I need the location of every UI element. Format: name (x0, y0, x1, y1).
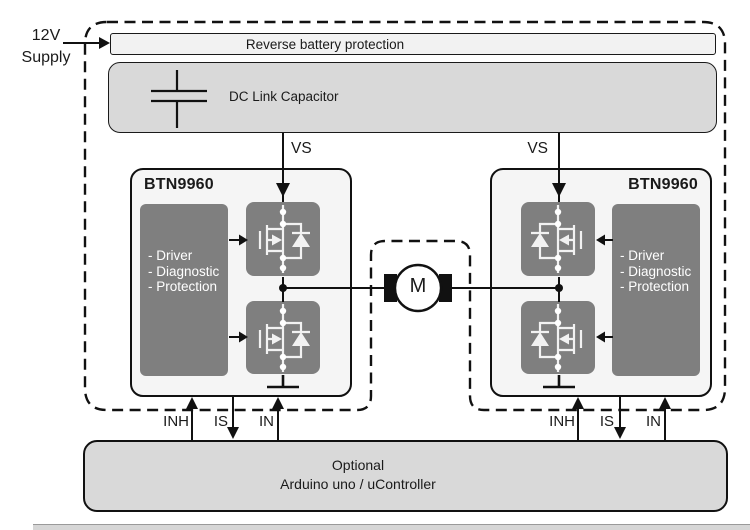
pin-label-in-left: IN (259, 413, 274, 430)
vs-label-right: VS (527, 140, 548, 157)
controller-line2: Arduino uno / uController (280, 475, 436, 492)
driver-feature: - Driver (148, 248, 193, 263)
supply-label: 12V Supply (10, 25, 82, 69)
dc-link-capacitor-box: DC Link Capacitor (108, 62, 717, 133)
lowside-mosfet-left (246, 301, 320, 374)
controller-line1: Optional (331, 457, 385, 473)
controller-box: Optional Arduino uno / uController (83, 440, 728, 512)
driver-feature: - Diagnostic (148, 263, 220, 279)
body-diode-icon (531, 233, 549, 247)
highside-mosfet-right (521, 202, 595, 276)
window-bottom-strip (33, 524, 750, 530)
mosfet-icon (531, 304, 583, 372)
pin-label-is-right: IS (599, 413, 614, 430)
driver-feature: - Driver (620, 248, 665, 263)
pin-label-is-left: IS (213, 413, 228, 430)
driver-feature: - Protection (148, 279, 218, 294)
body-diode-icon (292, 233, 310, 247)
driver-block-left: - Driver - Diagnostic - Protection (140, 204, 228, 376)
driver-feature: - Diagnostic (620, 263, 692, 279)
reverse-battery-protection-box: Reverse battery protection (110, 33, 716, 55)
supply-line2: Supply (21, 49, 71, 66)
lowside-mosfet-right (521, 301, 595, 374)
mosfet-icon (258, 304, 310, 372)
driver-block-right: - Driver - Diagnostic - Protection (612, 204, 700, 376)
mosfet-icon (258, 205, 310, 273)
body-diode-icon (531, 332, 549, 346)
vs-label-left: VS (291, 140, 312, 157)
btn9960-left-block: BTN9960 - Driver - Diagnostic - Protecti… (130, 168, 352, 397)
btn9960-right-title: BTN9960 (628, 176, 698, 193)
pin-label-in-right: IN (646, 413, 661, 430)
dc-link-capacitor-label: DC Link Capacitor (229, 89, 339, 104)
reverse-battery-protection-label: Reverse battery protection (245, 36, 405, 52)
supply-line1: 12V (31, 27, 61, 44)
pin-label-inh-right: INH (549, 413, 575, 430)
pin-label-inh-left: INH (163, 413, 189, 430)
highside-mosfet-left (246, 202, 320, 276)
btn9960-left-title: BTN9960 (144, 176, 214, 193)
btn9960-right-block: BTN9960 - Driver - Diagnostic - Protecti… (490, 168, 712, 397)
body-diode-icon (292, 332, 310, 346)
driver-feature: - Protection (620, 279, 690, 294)
mosfet-icon (531, 205, 583, 273)
motor-label: M (409, 275, 427, 297)
controller-label: Optional Arduino uno / uController (85, 456, 631, 493)
